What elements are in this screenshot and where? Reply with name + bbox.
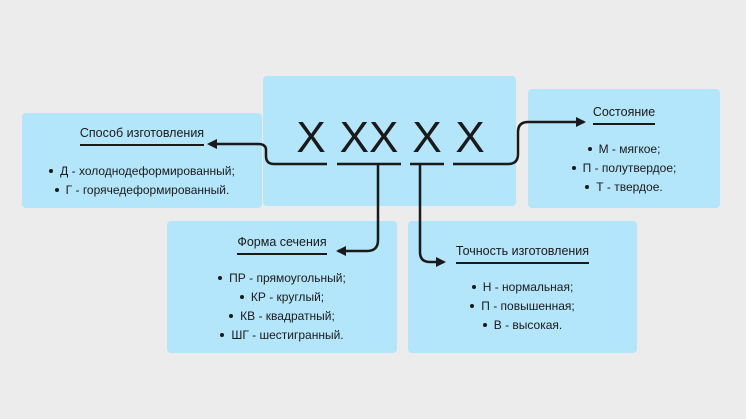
bullet-icon [471,284,476,289]
list-item: ПР - прямоугольный; [167,269,397,288]
bullet-icon [49,168,54,173]
state-title: Состояние [528,105,720,125]
list-item: П - полутвердое; [528,159,720,178]
method-list: Д - холоднодеформированный; Г - горячеде… [22,162,262,200]
state-list: М - мягкое; П - полутвердое; Т - твердое… [528,140,720,197]
list-item: КВ - квадратный; [167,307,397,326]
list-item: КР - круглый; [167,288,397,307]
bullet-icon [470,303,475,308]
list-item: Г - горячедеформированный. [22,181,262,200]
code-part-3: X [412,113,442,162]
method-box: Способ изготовления Д - холоднодеформиро… [22,113,262,208]
list-item: П - повышенная; [408,297,637,316]
bullet-icon [585,184,590,189]
code-box [263,76,516,206]
accuracy-title: Точность изготовления [408,244,637,264]
accuracy-box: Точность изготовления Н - нормальная; П … [408,221,637,353]
shape-title-text: Форма сечения [237,235,327,255]
code-part-2: XX [339,113,399,162]
method-title-text: Способ изготовления [79,126,205,146]
state-title-text: Состояние [592,105,656,125]
list-item: ШГ - шестигранный. [167,326,397,345]
bullet-icon [229,313,234,318]
bullet-icon [220,332,225,337]
list-item: Д - холоднодеформированный; [22,162,262,181]
list-item: Т - твердое. [528,178,720,197]
code-part-4: X [455,113,485,162]
accuracy-title-text: Точность изготовления [455,244,590,264]
code-part-1: X [296,113,326,162]
shape-list: ПР - прямоугольный; КР - круглый; КВ - к… [167,269,397,345]
shape-box: Форма сечения ПР - прямоугольный; КР - к… [167,221,397,353]
shape-title: Форма сечения [167,235,397,255]
bullet-icon [239,294,244,299]
state-box: Состояние М - мягкое; П - полутвердое; Т… [528,89,720,208]
list-item: М - мягкое; [528,140,720,159]
bullet-icon [54,187,59,192]
bullet-icon [218,275,223,280]
bullet-icon [482,322,487,327]
list-item: В - высокая. [408,316,637,335]
accuracy-list: Н - нормальная; П - повышенная; В - высо… [408,278,637,335]
list-item: Н - нормальная; [408,278,637,297]
bullet-icon [587,146,592,151]
bullet-icon [571,165,576,170]
method-title: Способ изготовления [22,126,262,146]
